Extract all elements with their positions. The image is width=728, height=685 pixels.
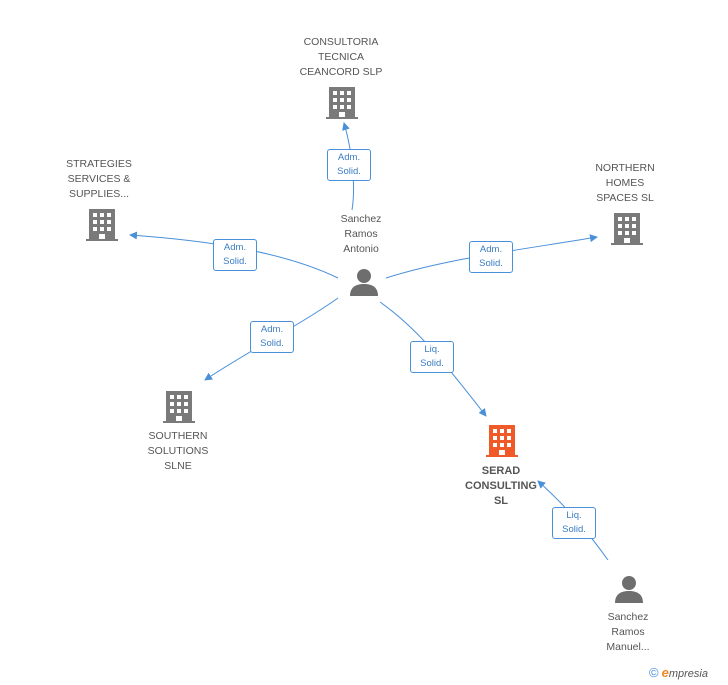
node-label-northern[interactable]: NORTHERN HOMES SPACES SL	[595, 162, 655, 204]
edge-label-to-consultoria: Adm. Solid.	[327, 149, 371, 181]
edge-label-to-serad: Liq. Solid.	[410, 341, 454, 373]
building-icon[interactable]	[611, 212, 645, 246]
brand-e: e	[661, 665, 669, 680]
brand-rest: mpresia	[668, 668, 708, 680]
node-label-strategies[interactable]: STRATEGIES SERVICES & SUPPLIES...	[66, 158, 132, 200]
copyright-symbol: ©	[649, 665, 659, 680]
node-label-antonio[interactable]: Sanchez Ramos Antonio	[340, 213, 382, 255]
node-label-serad[interactable]: SERAD CONSULTING SL	[465, 465, 537, 507]
edge-label-to-southern: Adm. Solid.	[250, 321, 294, 353]
edge-label-to-northern: Adm. Solid.	[469, 241, 513, 273]
building-icon[interactable]	[163, 390, 197, 424]
person-icon[interactable]	[348, 266, 380, 298]
building-icon[interactable]	[86, 208, 120, 242]
building-icon[interactable]	[326, 86, 360, 120]
person-icon[interactable]	[613, 573, 645, 605]
edge-label-to-strategies: Adm. Solid.	[213, 239, 257, 271]
empresia-logo: ©empresia	[649, 665, 708, 680]
node-label-manuel[interactable]: Sanchez Ramos Manuel...	[606, 611, 650, 653]
node-label-southern[interactable]: SOUTHERN SOLUTIONS SLNE	[147, 430, 209, 472]
edge-label-manuel-to-serad: Liq. Solid.	[552, 507, 596, 539]
node-label-consultoria[interactable]: CONSULTORIA TECNICA CEANCORD SLP	[299, 36, 383, 78]
building-icon-main[interactable]	[486, 424, 520, 458]
